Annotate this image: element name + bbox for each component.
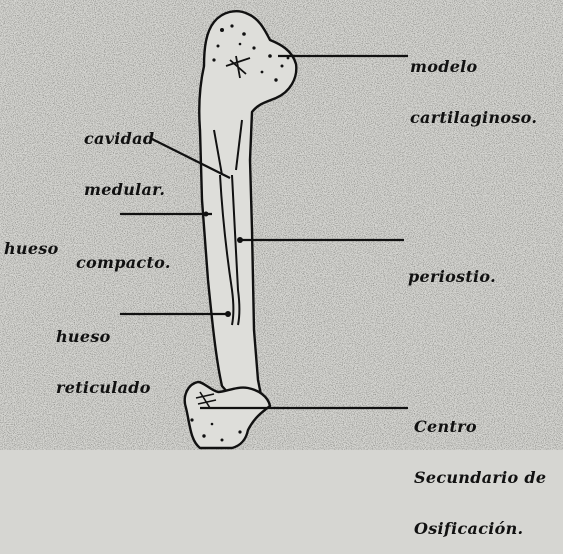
label-line: Secundario de [414,469,546,486]
label-hueso: hueso [4,206,59,274]
label-line: hueso [56,328,151,345]
label-line: cartilaginoso. [410,109,537,126]
label-line: medular. [84,181,165,198]
label-line: compacto. [76,254,171,271]
label-line: cavidad [84,130,165,147]
label-line: modelo [410,58,537,75]
label-centro-secundario: Centro Secundario de Osificación. [414,384,546,554]
label-line: Centro [414,418,546,435]
label-hueso-reticulado: hueso reticulado [56,294,151,413]
label-cavidad-medular: cavidad medular. [84,96,165,215]
label-line: periostio. [408,268,496,285]
label-line: hueso [4,240,59,257]
label-line: reticulado [56,379,151,396]
label-periostio: periostio. [408,234,496,302]
label-modelo-cartilaginoso: modelo cartilaginoso. [410,24,537,143]
label-line: Osificación. [414,520,546,537]
label-compacto: compacto. [76,220,171,288]
